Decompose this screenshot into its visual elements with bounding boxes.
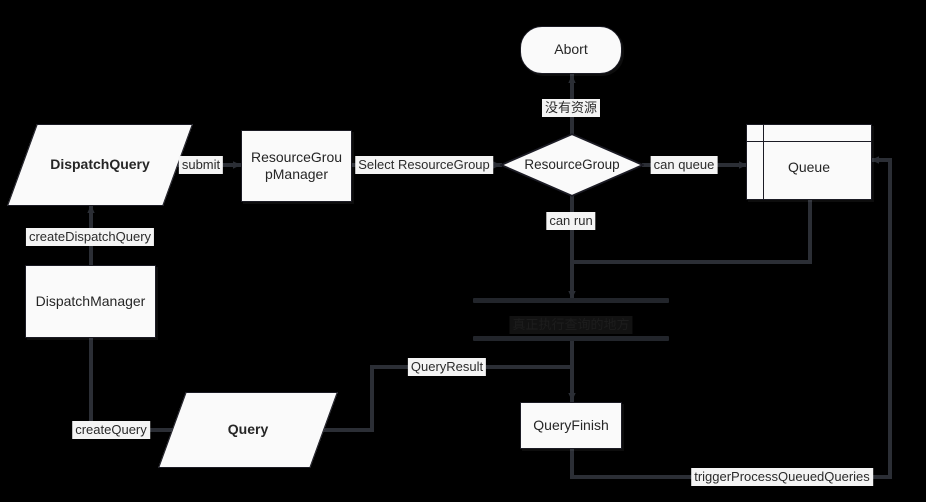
node-label-resource-group-manager: ResourceGroupManager [250,148,343,183]
node-label-dispatch-query: DispatchQuery [50,156,150,173]
node-resource-group[interactable]: ResourceGroup [500,133,644,197]
edge-label-can-queue: can queue [650,156,718,174]
node-label-queue: Queue [787,159,831,176]
edge-label-can-run: can run [546,212,596,230]
diamond-body [500,133,644,197]
edge-label-select-resource-group: Select ResourceGroup [355,156,493,174]
node-label-query: Query [227,421,269,438]
node-label-dispatch-manager: DispatchManager [35,292,146,309]
edge-label-create-query: createQuery [72,421,150,439]
node-dispatch-query[interactable]: DispatchQuery [7,124,193,206]
edge-label-fork-note: 真正执行查询的地方 [509,316,633,334]
node-resource-group-manager[interactable]: ResourceGroupManager [241,130,352,202]
edge-label-submit: submit [178,156,224,174]
node-query[interactable]: Query [158,392,338,468]
edge-label-create-dispatch-query: createDispatchQuery [25,228,155,246]
node-abort[interactable]: Abort [520,26,622,74]
queue-top-divider [747,141,871,142]
edge-label-no-resource: 没有资源 [541,99,601,117]
node-label-resource-group: ResourceGroup [524,156,620,172]
node-label-abort: Abort [554,41,588,58]
fork-bar-top [473,298,669,303]
edge-label-trigger-process-queued-queries: triggerProcessQueuedQueries [691,468,873,486]
node-dispatch-manager[interactable]: DispatchManager [25,265,156,338]
node-queue[interactable]: Queue [746,124,872,200]
node-label-query-finish: QueryFinish [533,416,609,433]
edge-queue-to-run [570,197,812,264]
node-query-finish[interactable]: QueryFinish [520,402,622,449]
edge-trigger-process-queued-queries [570,156,892,479]
queue-left-divider [763,125,764,199]
edge-label-query-result: QueryResult [407,358,487,376]
fork-bar-bottom [473,336,669,341]
